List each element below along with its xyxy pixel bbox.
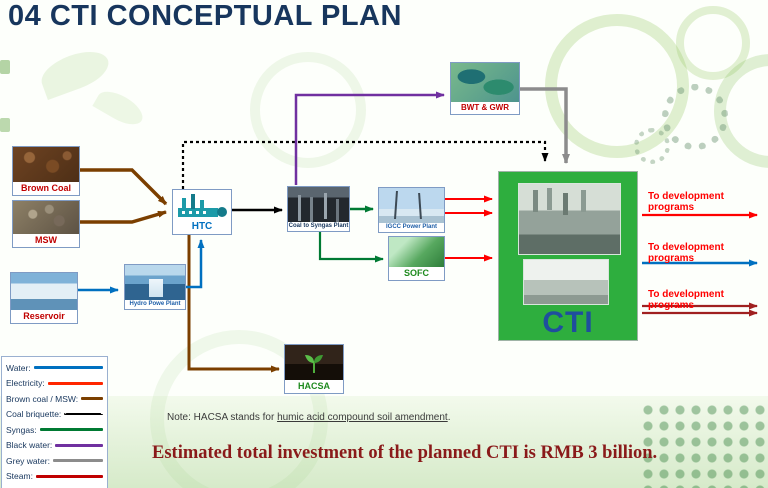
legend-line-syngas [39,428,103,432]
legend-line-water [33,366,103,370]
output-label-water: To development programs [648,242,724,264]
reservoir-label: Reservoir [11,310,77,323]
output-label-electricity: To development programs [648,191,724,213]
coal-to-syngas-label: Coal to Syngas Plant [288,221,349,231]
legend-row-electricity: Electricity: [6,376,103,392]
brown-coal-label: Brown Coal [13,182,79,195]
arrow-syngas-to-sofc [318,232,384,263]
sprout-icon [305,354,323,373]
igcc-label: IGCC Power Plant [379,222,444,232]
legend-label: Steam: [6,471,33,482]
decorative-square [0,60,10,74]
bwt-gwr-photo [451,63,519,103]
note-suffix: . [447,412,451,423]
hydro-power-label: Hydro Powe Plant [125,299,185,309]
legend-line-brown-coal [81,397,103,401]
legend-label: Electricity: [6,378,45,389]
gear-icon [662,84,728,150]
htc-label: HTC [173,220,231,234]
cti-label: CTI [542,306,594,339]
legend-line-black-water [55,443,103,447]
hacsa-note: Note: HACSA stands for humic acid compou… [167,412,451,423]
htc-plant-icon [173,190,231,220]
decorative-ring [676,6,750,80]
page-title: 04 CTI CONCEPTUAL PLAN [8,0,402,32]
green-band [0,396,768,488]
legend-row-brown-coal-msw: Brown coal / MSW: [6,391,103,407]
msw-photo [13,201,79,235]
bwt-gwr-label: BWT & GWR [451,102,519,114]
node-sofc: SOFC [388,236,445,281]
legend-line-electricity [47,381,103,385]
investment-statement: Estimated total investment of the planne… [152,443,658,463]
node-cti: CTI [498,171,638,341]
legend-label: Water: [6,362,31,373]
legend-row-steam: Steam: [6,469,103,485]
decorative-ring [250,52,366,168]
legend-label: Coal briquette: [6,409,62,420]
legend-row-water: Water: [6,360,103,376]
hacsa-label: HACSA [285,380,343,393]
hacsa-photo [285,345,343,381]
gear-icon [634,128,670,164]
arrow-msw-to-htc [80,210,167,224]
legend-line-coal-briquette [64,413,103,416]
legend-row-syngas: Syngas: [6,422,103,438]
arrow-coal-briquette-htc-to-cti [181,140,549,189]
dot-pattern [640,402,768,488]
legend-row-coal-briquette: Coal briquette: [6,407,103,423]
note-term: humic acid compound soil amendment [277,412,448,423]
note-prefix: Note: HACSA stands for [167,412,278,423]
arrow-browncoal-to-htc [80,168,168,206]
legend-label: Syngas: [6,424,37,435]
sofc-label: SOFC [389,267,444,280]
legend-label: Black water: [6,440,53,451]
factory-icon [178,194,227,217]
node-igcc: IGCC Power Plant [378,187,445,233]
legend-line-grey-water [52,459,103,463]
reservoir-photo [11,273,77,311]
decorative-square [0,118,10,132]
cti-plant-photo-2 [523,259,609,305]
brown-coal-photo [13,147,79,183]
msw-label: MSW [13,234,79,247]
node-brown-coal: Brown Coal [12,146,80,196]
node-htc: HTC [172,189,232,235]
legend-label: Grey water: [6,455,50,466]
node-hydro-power-plant: Hydro Powe Plant [124,264,186,310]
legend-label: Brown coal / MSW: [6,393,79,404]
leaf-shape [92,85,148,131]
node-coal-to-syngas: Coal to Syngas Plant [287,186,350,232]
node-msw: MSW [12,200,80,248]
node-bwt-gwr: BWT & GWR [450,62,520,115]
output-label-steam: To development programs [648,289,724,311]
cti-plant-photo-1 [518,183,621,255]
hydro-power-photo [125,265,185,300]
legend: Water: Electricity: Brown coal / MSW: Co… [1,356,108,488]
coal-to-syngas-photo [288,187,349,222]
node-reservoir: Reservoir [10,272,78,324]
legend-row-black-water: Black water: [6,438,103,454]
node-hacsa: HACSA [284,344,344,394]
igcc-photo [379,188,444,223]
legend-line-steam [35,474,103,478]
arrow-hydro-to-htc [186,239,205,289]
sofc-photo [389,237,444,268]
legend-row-grey-water: Grey water: [6,453,103,469]
